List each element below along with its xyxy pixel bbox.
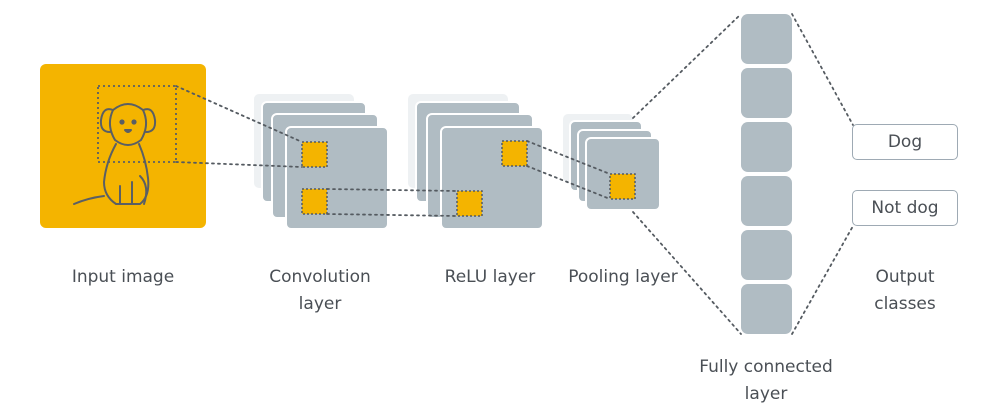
connector <box>526 165 611 200</box>
output-not-dog: Not dog <box>852 190 958 226</box>
connector <box>175 85 303 143</box>
label-output-classes: Output classes <box>845 264 965 318</box>
fc-node <box>741 230 792 280</box>
fc-node <box>741 176 792 226</box>
connector <box>791 13 854 126</box>
connector <box>326 213 458 217</box>
label-line: layer <box>744 384 788 404</box>
label-line: classes <box>874 294 936 314</box>
fc-node <box>741 122 792 172</box>
label-line: layer <box>298 294 342 314</box>
label-input-image: Input image <box>71 267 175 287</box>
fc-node <box>741 284 792 334</box>
conv-highlight-bottom <box>301 188 328 215</box>
connector <box>526 140 611 175</box>
conv-feature-map-front <box>285 126 389 230</box>
input-receptive-field <box>97 85 177 163</box>
label-relu-layer: ReLU layer <box>444 267 536 287</box>
output-dog: Dog <box>852 124 958 160</box>
dog-icon <box>73 103 157 205</box>
connectors <box>175 13 854 335</box>
label-line: Convolution <box>269 267 371 287</box>
label-line: Fully connected <box>699 357 833 377</box>
connector <box>791 225 854 335</box>
connector <box>326 188 458 192</box>
pool-highlight <box>609 173 636 200</box>
label-pooling-layer: Pooling layer <box>568 267 678 287</box>
label-fully-connected-layer: Fully connected layer <box>686 354 846 408</box>
conv-highlight-top <box>301 141 328 168</box>
fc-node <box>741 68 792 118</box>
label-convolution-layer: Convolution layer <box>250 264 390 318</box>
fc-node <box>741 14 792 64</box>
relu-highlight-top <box>501 140 528 167</box>
input-image <box>40 64 206 228</box>
label-line: Output <box>875 267 935 287</box>
relu-highlight-bottom <box>456 190 483 217</box>
connector <box>632 13 742 119</box>
fully-connected-nodes <box>741 14 792 334</box>
